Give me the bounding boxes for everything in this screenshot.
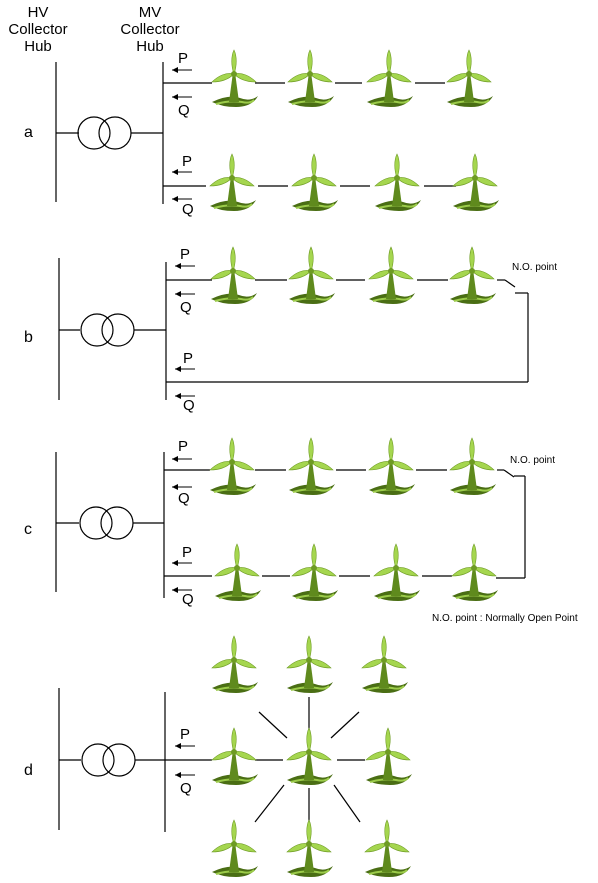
mv-collector-hub-label: MV Collector Hub [120,4,180,55]
panel-label-b: b [24,329,33,346]
wind-turbine-icon [209,437,257,496]
hv-collector-hub-label: HV Collector Hub [8,4,68,55]
flow-arrows [171,66,196,779]
q-label-c1: Q [178,490,190,507]
p-label-c2: P [182,544,193,561]
wind-turbine-icon [368,437,416,496]
spoke-nw [258,711,288,739]
q-label-b2: Q [183,397,195,414]
wind-turbine-icon [373,543,421,602]
wind-turbine-icon [286,819,334,878]
q-label-d: Q [180,780,192,797]
wind-turbine-icon [286,727,334,786]
panel-label-c: c [24,521,32,538]
spoke-sw [254,784,285,823]
transformer-winding-b1 [80,313,114,347]
wind-turbine-icon [291,153,339,212]
q-label-a1: Q [178,102,190,119]
p-label-b2: P [183,350,194,367]
p-label-c1: P [178,438,189,455]
wind-turbine-icon [446,49,494,108]
no-point-label-b: N.O. point [512,262,558,273]
wind-turbine-icon [368,246,416,305]
transformer-winding-a2 [98,116,132,150]
wind-turbine-icon [452,153,500,212]
wind-turbine-icon [287,49,335,108]
wind-turbine-icon [211,49,259,108]
wind-turbine-icon [366,49,414,108]
p-label-b1: P [180,246,191,263]
wind-turbine-icon [211,727,259,786]
no-point-label-c: N.O. point [510,455,556,466]
wind-turbine-icon [291,543,339,602]
transformer-winding-b2 [101,313,135,347]
transformer-winding-c2 [100,506,134,540]
spoke-ne [330,711,360,739]
wind-turbine-icon [364,819,412,878]
no-point-legend: N.O. point : Normally Open Point [432,613,578,624]
p-label-a1: P [178,50,189,67]
q-label-a2: Q [182,201,194,218]
q-label-b1: Q [180,299,192,316]
wind-turbine-icon [288,437,336,496]
wind-turbine-icon [214,543,262,602]
p-label-a2: P [182,153,193,170]
no-point-switch-c [503,469,515,478]
wind-turbine-icon [288,246,336,305]
wind-turbine-icon [286,635,334,694]
wind-turbine-icon [449,246,497,305]
wind-turbine-icon [210,246,258,305]
q-label-c2: Q [182,591,194,608]
wind-turbine-icon [449,437,497,496]
p-label-d: P [180,726,191,743]
wind-turbine-icon [211,819,259,878]
wind-turbine-icon [209,153,257,212]
wind-turbine-icon [374,153,422,212]
panel-label-a: a [24,124,33,141]
panel-label-d: d [24,762,33,779]
transformer-winding-c1 [79,506,113,540]
wind-turbine-icon [361,635,409,694]
wind-turbine-icon [211,635,259,694]
no-point-switch-b [504,279,516,288]
transformer-winding-d1 [81,743,115,777]
wind-turbine-icon [365,727,413,786]
wind-turbine-icon [451,543,499,602]
transformer-winding-a1 [77,116,111,150]
transformer-winding-d2 [102,743,136,777]
spoke-se [333,784,361,823]
